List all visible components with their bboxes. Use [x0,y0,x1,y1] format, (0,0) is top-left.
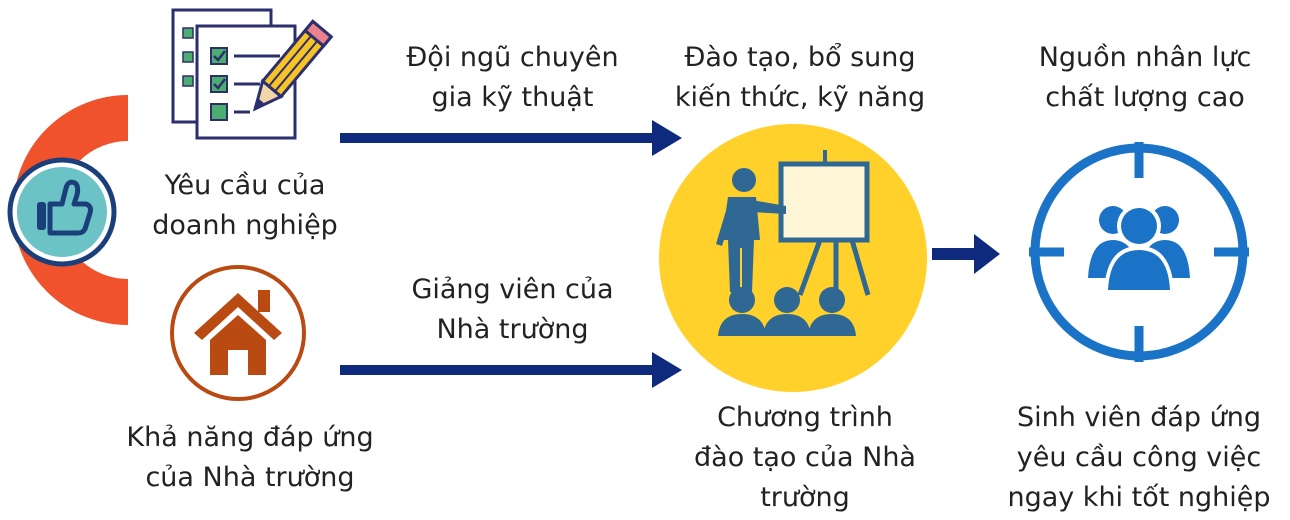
presentation-board-icon [659,124,927,392]
arrow-middle [932,234,1000,274]
thumbs-up-icon [7,157,117,267]
label-students-meet: Sinh viên đáp ứng yêu cầu công việc ngay… [1007,402,1271,513]
label-training-program: Chương trình đào tạo của Nhà trường [694,402,916,513]
house-icon [170,265,306,401]
arrow-bottom [340,352,682,388]
label-school-lecturers: Giảng viên của Nhà trường [411,274,614,345]
checklist-pencil-icon [171,8,334,140]
label-school-capacity: Khả năng đáp ứng của Nhà trường [126,422,374,493]
label-high-quality-hr: Nguồn nhân lực chất lượng cao [1038,42,1252,113]
arrow-top [340,120,682,156]
label-training-supplement: Đào tạo, bổ sung kiến thức, kỹ năng [674,42,926,113]
label-expert-team: Đội ngũ chuyên gia kỹ thuật [406,42,619,113]
team-target-icon [1029,142,1249,362]
label-business-requirements: Yêu cầu của doanh nghiệp [152,170,338,241]
